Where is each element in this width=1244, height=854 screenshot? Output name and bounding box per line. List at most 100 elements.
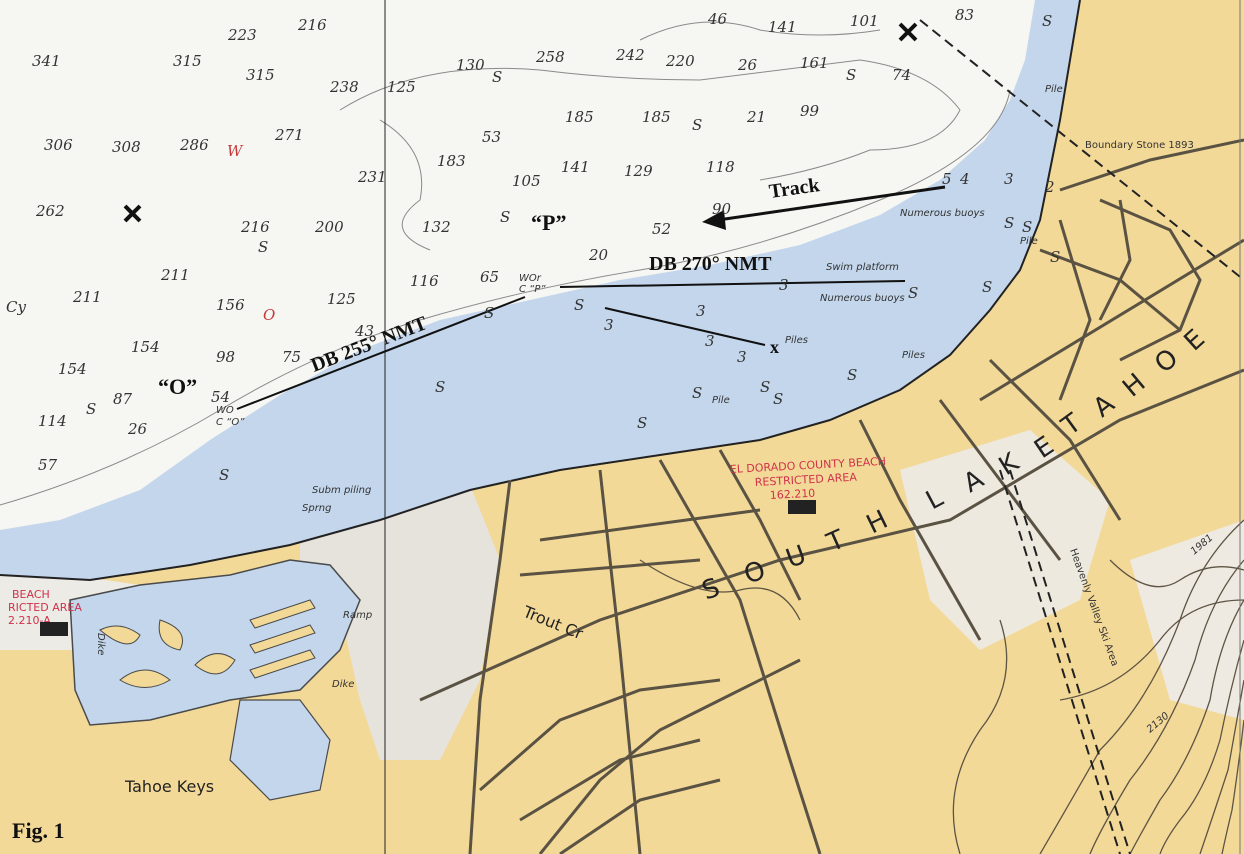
sounding-value: 20 (588, 246, 609, 264)
label-wo: WO (216, 405, 234, 416)
sounding-value: S (1042, 12, 1052, 30)
sounding-value: 211 (72, 288, 102, 306)
label-restricted: RICTED AREA (8, 601, 82, 614)
sounding-value: 258 (535, 48, 565, 66)
sounding-value: 4 (959, 170, 970, 188)
label-spring: Sprng (302, 503, 332, 514)
sounding-value: 130 (456, 56, 485, 74)
annotation-fix-x: x (770, 337, 779, 357)
sounding-value: 286 (179, 136, 209, 154)
label-boundary-stone: Boundary Stone 1893 (1085, 140, 1194, 151)
sounding-value: O (263, 306, 275, 324)
sounding-value: 43 (354, 322, 374, 340)
sounding-value: 271 (274, 126, 304, 144)
sounding-value: Cy (6, 298, 26, 316)
sounding-value: S (692, 116, 702, 134)
figure-label: Fig. 1 (12, 818, 65, 843)
label-numerous-buoys: Numerous buoys (900, 208, 985, 219)
sounding-value: 98 (216, 348, 235, 366)
sounding-value: 129 (624, 162, 653, 180)
label-ramp: Ramp (343, 610, 372, 621)
sounding-value: 99 (800, 102, 820, 120)
label-swim-platform: Swim platform (826, 262, 899, 273)
label-pile: Pile (1020, 236, 1038, 247)
sounding-value: 315 (246, 66, 275, 84)
x-mark-icon (898, 22, 918, 42)
sounding-value: 154 (131, 338, 160, 356)
sounding-value: 83 (955, 6, 974, 24)
sounding-value: S (847, 366, 857, 384)
label-restricted: 162.210 (769, 487, 815, 502)
sounding-value: 26 (127, 420, 148, 438)
sounding-value: 141 (561, 158, 590, 176)
sounding-value: 125 (387, 78, 416, 96)
sounding-value: S (637, 414, 647, 432)
boundary-lines (919, 19, 1244, 854)
x-mark-icon (123, 204, 142, 223)
sounding-value: 90 (712, 200, 732, 218)
bearing-line-255 (236, 296, 526, 410)
sounding-value: 262 (35, 202, 65, 220)
label-co: C “O” (216, 417, 245, 428)
marsh-area-east (900, 430, 1110, 650)
sounding-value: S (1004, 214, 1014, 232)
sounding-value: 220 (665, 52, 695, 70)
sounding-value: S (258, 238, 268, 256)
sounding-value: 3 (779, 276, 789, 294)
label-restricted: RESTRICTED AREA (754, 471, 857, 489)
label-wor: WOr (519, 273, 542, 284)
sounding-value: 161 (800, 54, 829, 72)
annotation-point-p: “P” (531, 210, 566, 235)
sounding-value: S (908, 284, 918, 302)
lagoon-fingers (99, 599, 316, 688)
sounding-value: 57 (38, 456, 58, 474)
label-pile: Pile (712, 395, 730, 406)
sounding-value: 183 (437, 152, 466, 170)
annotation-bearing-270: DB 270° NMT (649, 253, 772, 275)
sounding-value: 306 (44, 136, 73, 154)
sounding-value: 118 (706, 158, 735, 176)
sounding-value: 231 (357, 168, 387, 186)
sounding-value: S (846, 66, 856, 84)
sounding-value: 238 (329, 78, 359, 96)
topo-contours (639, 519, 1244, 854)
sounding-value: 132 (422, 218, 451, 236)
shallow-water (0, 0, 1080, 580)
sounding-value: 125 (327, 290, 356, 308)
sounding-value: 54 (211, 388, 230, 406)
sounding-value: S (435, 378, 445, 396)
sounding-value: 53 (482, 128, 501, 146)
sounding-value: 3 (696, 302, 706, 320)
sounding-value: 5 (942, 170, 952, 188)
sounding-value: 341 (32, 52, 61, 70)
sounding-value: 216 (240, 218, 270, 236)
sounding-value: 315 (173, 52, 202, 70)
sounding-value: S (219, 466, 229, 484)
sounding-value: 101 (850, 12, 879, 30)
sounding-value: S (692, 384, 702, 402)
label-restricted: BEACH (12, 588, 50, 601)
sounding-value: S (484, 304, 494, 322)
sounding-value: S (760, 378, 770, 396)
track-arrow (717, 185, 946, 222)
sounding-value: 216 (297, 16, 327, 34)
sounding-value: 211 (160, 266, 190, 284)
sounding-value: 3 (604, 316, 614, 334)
sounding-value: 223 (227, 26, 257, 44)
label-piles: Piles (785, 335, 808, 346)
sounding-value: 75 (282, 348, 301, 366)
label-pile: Pile (1045, 84, 1063, 95)
label-dike: Dike (95, 633, 106, 655)
sounding-value: 242 (615, 46, 645, 64)
label-piles: Piles (902, 350, 925, 361)
sounding-value: 26 (737, 56, 758, 74)
sounding-value: 308 (112, 138, 141, 156)
sounding-value: W (227, 142, 244, 160)
sounding-value: S (773, 390, 783, 408)
sounding-value: S (1022, 218, 1032, 236)
sounding-value: 46 (707, 10, 728, 28)
sounding-value: S (86, 400, 96, 418)
sounding-value: S (982, 278, 992, 296)
sounding-value: S (574, 296, 584, 314)
